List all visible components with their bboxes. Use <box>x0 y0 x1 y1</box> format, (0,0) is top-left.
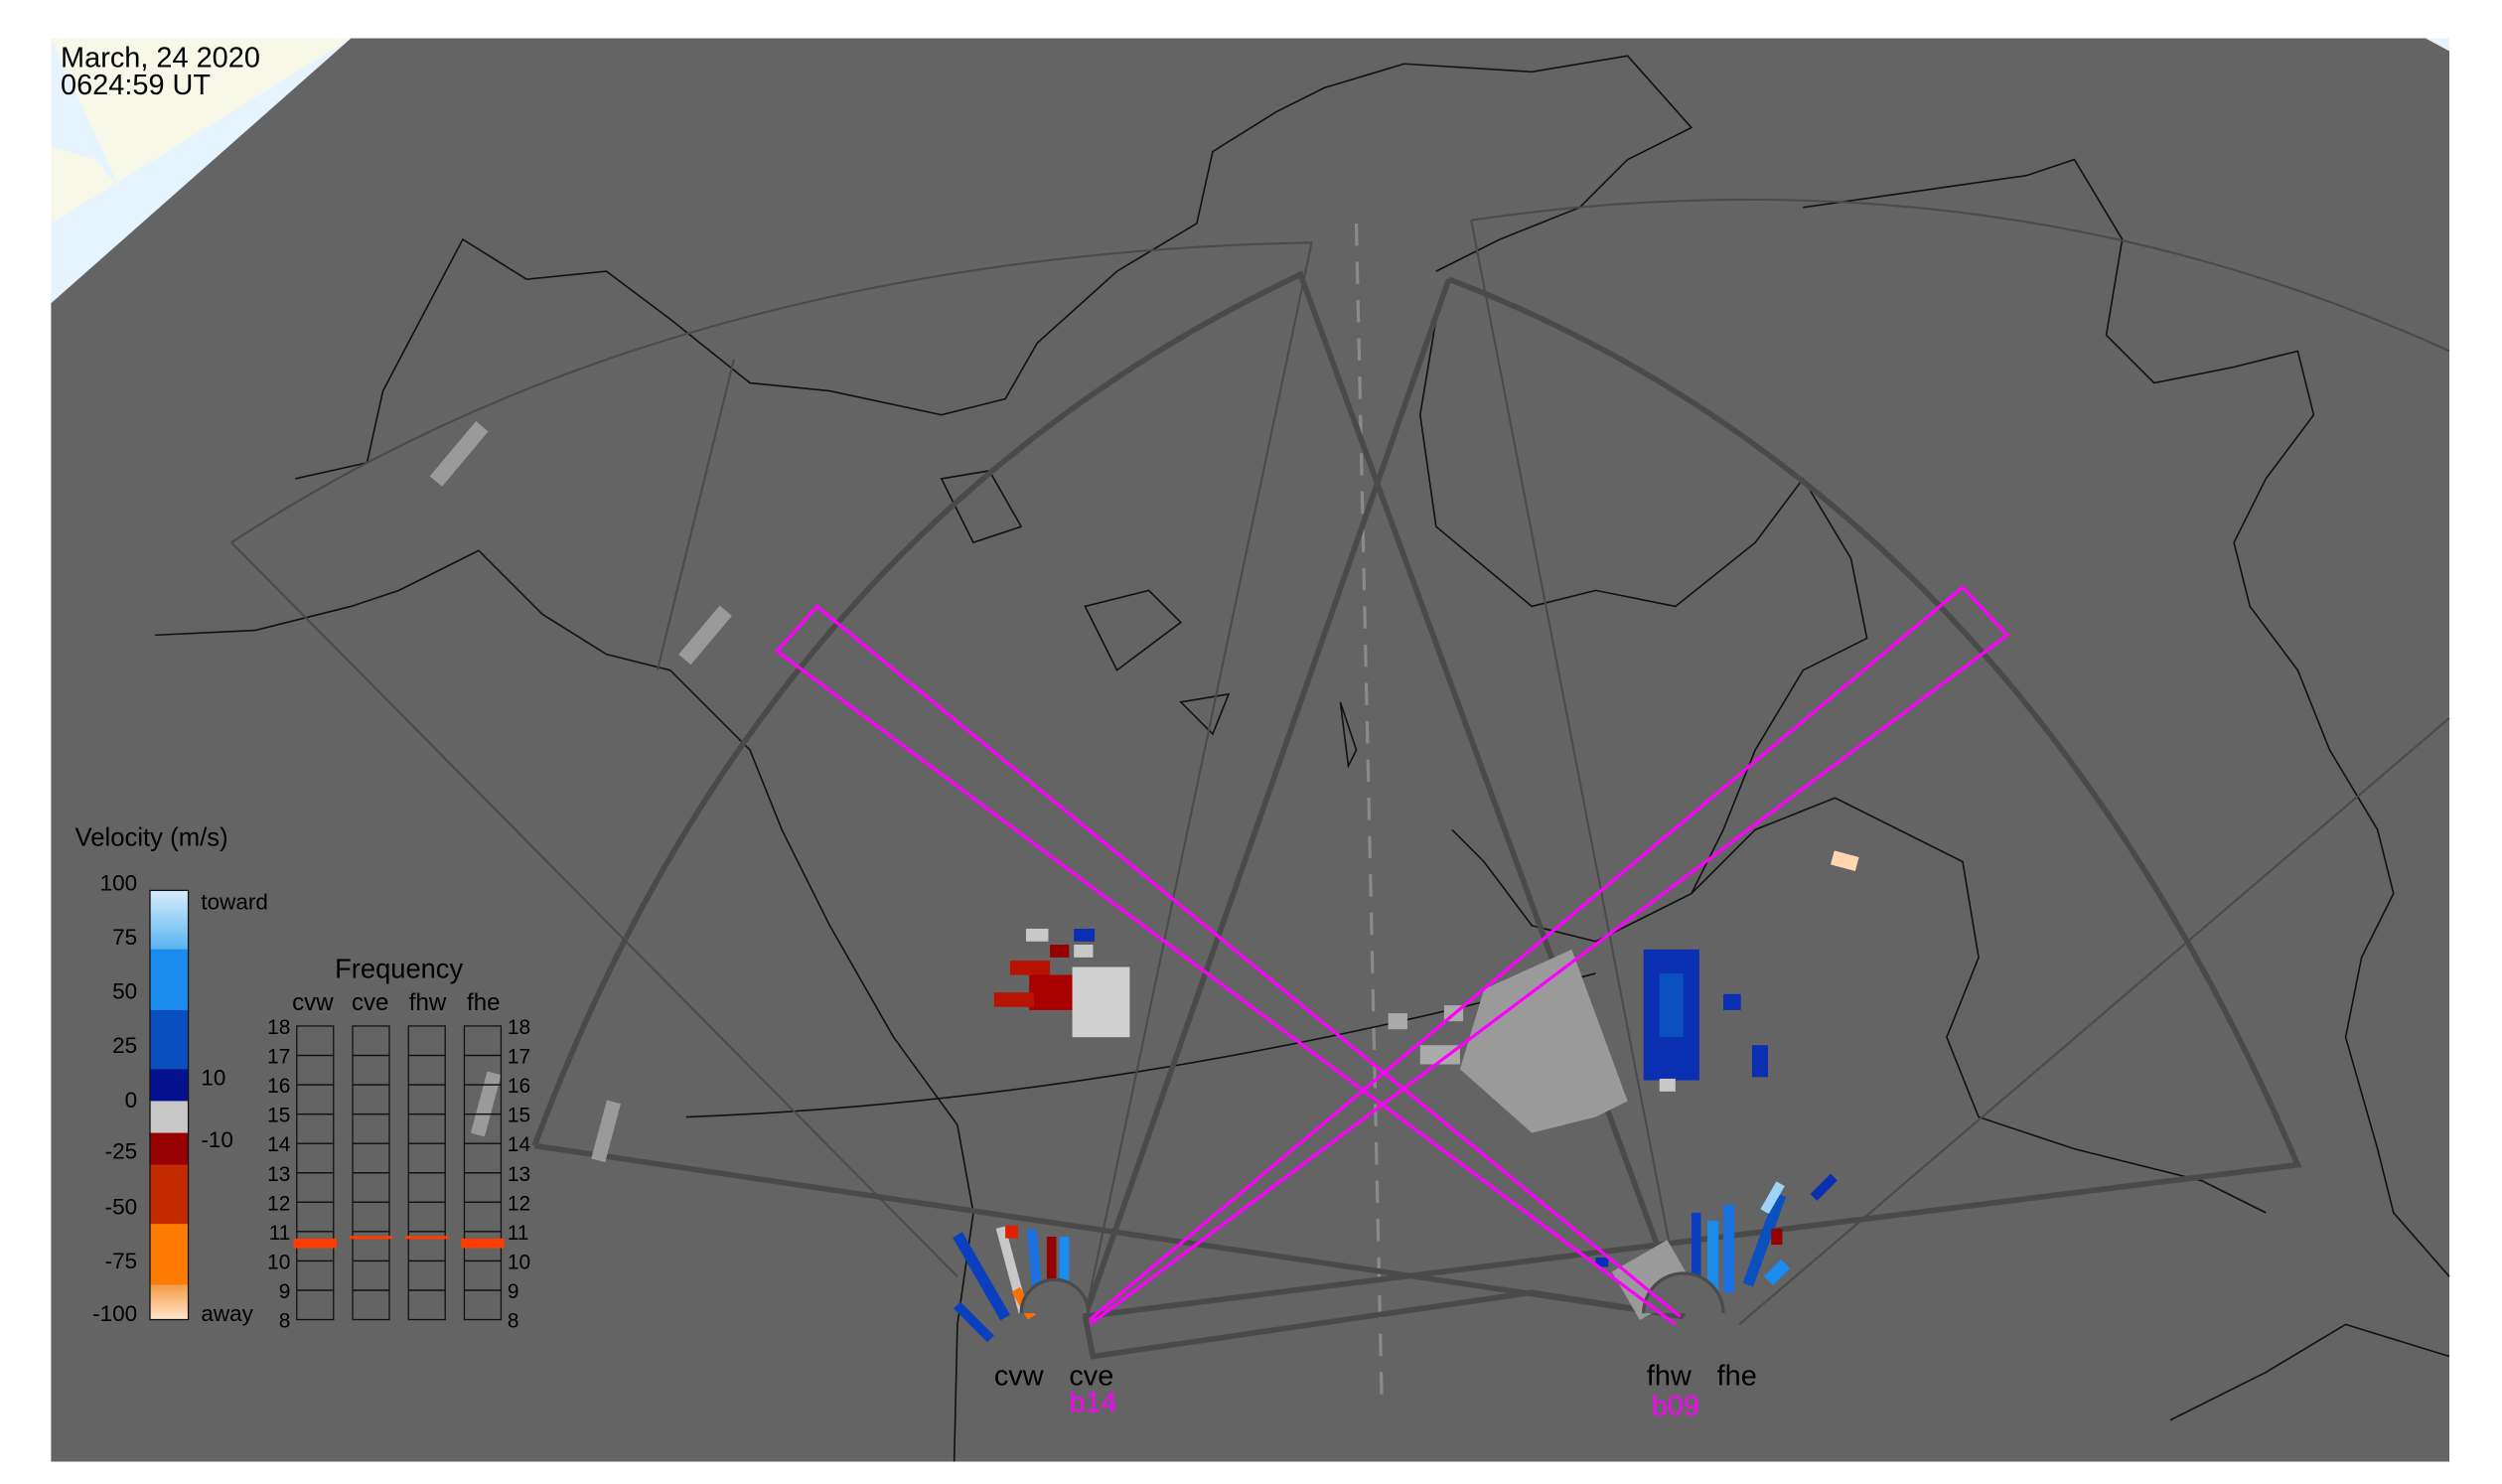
freq-tick-right: 16 <box>508 1075 530 1098</box>
freq-tick-right: 12 <box>508 1192 530 1215</box>
threshold-low: -10 <box>201 1127 233 1152</box>
freq-marker-fhw <box>405 1236 449 1240</box>
colorbar-seg <box>150 1009 189 1070</box>
colorbar-seg <box>150 1164 189 1225</box>
legend-tick: -25 <box>105 1138 138 1163</box>
legend-title: Velocity (m/s) <box>75 823 228 851</box>
freq-cell <box>463 1025 503 1057</box>
radar-label-fhw: fhw <box>1647 1360 1692 1392</box>
colorbar-frame <box>149 889 190 1321</box>
radar-label-cvw: cvw <box>994 1360 1044 1392</box>
beam-b09 <box>775 604 1682 1326</box>
freq-tick-left: 18 <box>267 1016 290 1039</box>
freq-tick-left: 9 <box>279 1280 291 1303</box>
freq-marker-cvw <box>293 1238 337 1249</box>
colorbar-seg <box>150 1101 189 1133</box>
frequency-panel: Frequency cvw cve fhw fhe 18 18 17 17 16 16 15… <box>267 954 530 1333</box>
freq-marker-fhe <box>461 1238 505 1249</box>
away-label: away <box>201 1301 253 1326</box>
toward-label: toward <box>201 890 268 915</box>
beam-label-b09: b09 <box>1652 1391 1699 1422</box>
beam-label-b14: b14 <box>1069 1388 1116 1419</box>
frequency-title: Frequency <box>335 954 463 984</box>
freq-tick-right: 18 <box>508 1016 530 1039</box>
legend-tick: -100 <box>92 1301 137 1326</box>
freq-tick-left: 14 <box>267 1133 290 1156</box>
freq-tick-right: 8 <box>508 1310 519 1333</box>
threshold-high: 10 <box>201 1065 225 1090</box>
map-area <box>51 38 2449 1462</box>
colorbar-seg <box>150 1069 189 1102</box>
freq-tick-left: 10 <box>267 1251 290 1273</box>
freq-tick-left: 13 <box>267 1163 290 1186</box>
colorbar-seg <box>150 1224 189 1285</box>
freq-marker-cve <box>349 1236 393 1240</box>
freq-col-fhw: fhw <box>409 989 447 1016</box>
freq-tick-left: 12 <box>267 1192 290 1215</box>
freq-tick-right: 11 <box>508 1222 529 1245</box>
freq-tick-left: 11 <box>269 1222 291 1245</box>
coastlines <box>154 55 2450 1462</box>
colorbar-seg <box>150 949 189 1010</box>
scatter-data <box>429 420 1859 1343</box>
freq-cell <box>352 1025 390 1057</box>
freq-tick-right: 17 <box>508 1046 530 1069</box>
freq-tick-left: 16 <box>267 1075 290 1098</box>
legend-tick: 25 <box>112 1033 137 1058</box>
freq-tick-right: 13 <box>508 1163 530 1186</box>
selected-beams <box>775 584 2010 1326</box>
legend-tick: 0 <box>125 1088 138 1113</box>
freq-col-fhe: fhe <box>467 989 500 1016</box>
freq-cell <box>407 1025 446 1057</box>
freq-tick-left: 15 <box>267 1105 290 1127</box>
land-corner <box>51 38 352 223</box>
date-label: March, 24 2020 <box>61 42 260 74</box>
colorbar-seg <box>150 1132 189 1165</box>
radar-label-fhe: fhe <box>1717 1360 1757 1392</box>
colorbar-seg <box>150 890 189 950</box>
freq-tick-right: 10 <box>508 1251 530 1273</box>
velocity-legend: Velocity (m/s) 100 75 50 25 0 -25 -50 -7… <box>75 823 268 1326</box>
freq-cell <box>296 1025 335 1057</box>
colorbar-seg <box>150 1284 189 1320</box>
freq-col-cve: cve <box>352 989 388 1016</box>
legend-tick: 75 <box>112 925 137 950</box>
legend-tick: 50 <box>112 979 137 1004</box>
fov-thin-outlines <box>230 198 2450 1326</box>
freq-tick-right: 14 <box>508 1133 530 1156</box>
freq-tick-left: 17 <box>267 1046 290 1069</box>
freq-tick-right: 15 <box>508 1105 530 1127</box>
meridian-line <box>1354 223 1384 1405</box>
legend-tick: 100 <box>100 870 138 895</box>
beam-b14 <box>1089 584 2010 1326</box>
freq-tick-left: 8 <box>279 1310 291 1333</box>
freq-tick-right: 9 <box>508 1280 519 1303</box>
fov-thick-outlines <box>531 270 2302 1360</box>
legend-tick: -50 <box>105 1195 138 1220</box>
legend-tick: -75 <box>105 1249 138 1273</box>
radar-label-cve: cve <box>1069 1360 1113 1392</box>
time-label: 0624:59 UT <box>61 70 211 101</box>
freq-col-cvw: cvw <box>292 989 334 1016</box>
